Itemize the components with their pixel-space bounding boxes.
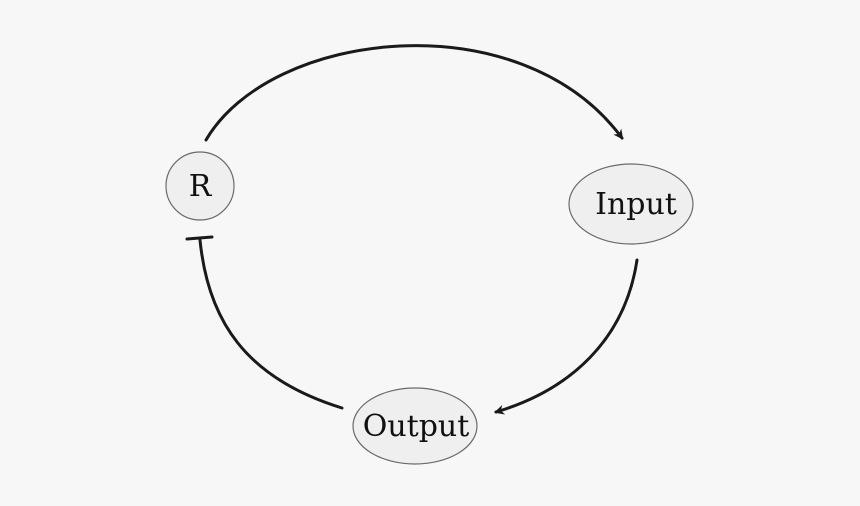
- edge-r-to-input: [204, 44, 624, 142]
- node-output: Output: [352, 387, 478, 465]
- node-input-label: Input: [595, 187, 677, 222]
- inhibition-bar: [185, 235, 214, 241]
- node-r: R: [165, 151, 235, 221]
- edge-input-to-output: [494, 258, 639, 415]
- edge-output-to-r: [198, 238, 344, 410]
- node-output-label: Output: [363, 409, 470, 444]
- node-r-label: R: [189, 169, 213, 204]
- node-input: Input: [568, 163, 694, 245]
